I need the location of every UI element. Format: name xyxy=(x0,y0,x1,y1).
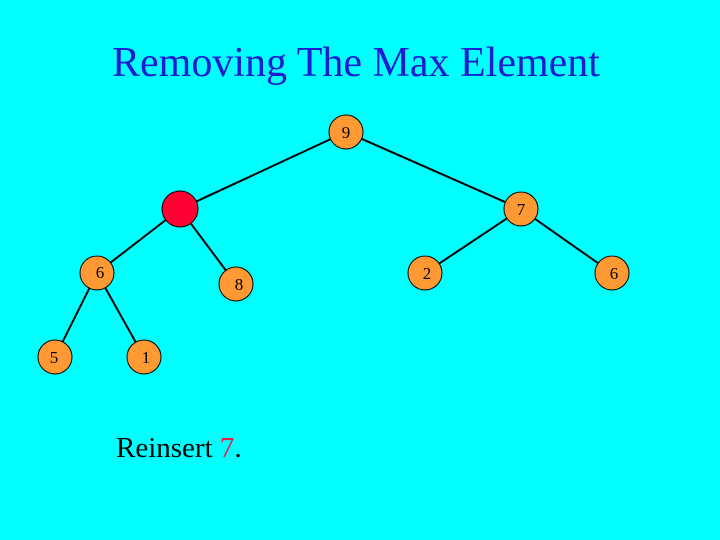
node-left-left-left: 5 xyxy=(37,339,73,375)
edge-root-to-right xyxy=(361,137,506,204)
node-circle xyxy=(79,255,115,291)
node-circle xyxy=(126,339,162,375)
node-label: 5 xyxy=(50,348,59,367)
node-circle xyxy=(328,114,364,150)
node-circle xyxy=(37,339,73,375)
caption-prefix: Reinsert xyxy=(116,432,220,464)
edge-left-to-left-right xyxy=(189,222,227,271)
node-label: 6 xyxy=(96,263,105,282)
edge-left-left-to-left-left-right xyxy=(104,287,137,343)
node-label: 6 xyxy=(610,264,619,283)
tree-nodes: 9 7 6 8 2 6 5 1 xyxy=(37,114,630,375)
node-left-left: 6 xyxy=(79,255,115,291)
caption: Reinsert 7. xyxy=(116,432,242,465)
node-label: 8 xyxy=(235,275,244,294)
empty-node-circle xyxy=(161,190,199,228)
node-right-left: 2 xyxy=(407,255,443,291)
edge-left-left-to-left-left-left xyxy=(61,287,91,343)
edge-left-to-left-left xyxy=(109,219,167,264)
node-circle xyxy=(218,266,254,302)
node-label: 2 xyxy=(423,264,432,283)
node-left-right: 8 xyxy=(218,266,254,302)
tree-edges xyxy=(61,137,599,343)
node-right-right: 6 xyxy=(594,255,630,291)
node-root: 9 xyxy=(328,114,364,150)
node-right: 7 xyxy=(503,191,539,227)
node-left xyxy=(161,190,199,228)
edge-right-to-right-left xyxy=(438,217,508,265)
node-circle xyxy=(407,255,443,291)
node-label: 7 xyxy=(517,200,526,219)
caption-suffix: . xyxy=(234,432,242,464)
node-circle xyxy=(594,255,630,291)
node-left-left-right: 1 xyxy=(126,339,162,375)
node-label: 1 xyxy=(142,348,151,367)
node-label: 9 xyxy=(342,123,351,142)
edge-right-to-right-right xyxy=(534,217,599,265)
node-circle xyxy=(503,191,539,227)
edge-root-to-left xyxy=(195,138,331,203)
caption-value: 7 xyxy=(219,432,235,464)
slide-title: Removing The Max Element xyxy=(112,40,600,86)
